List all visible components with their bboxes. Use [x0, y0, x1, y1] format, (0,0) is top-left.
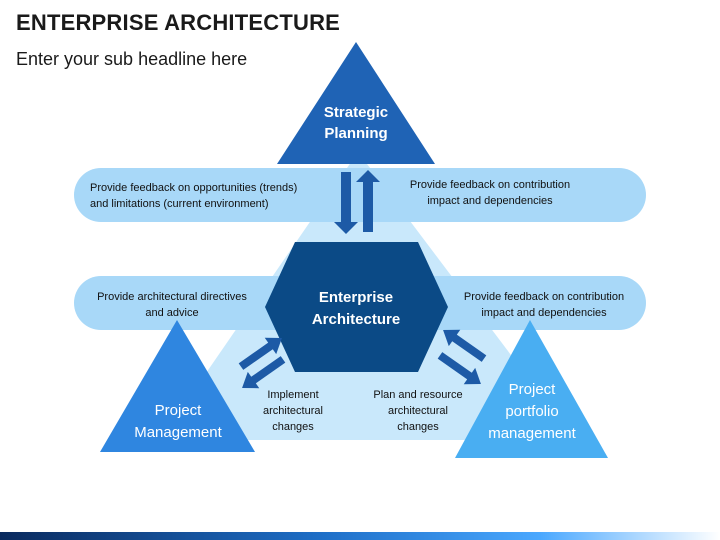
mid-left-directives-line-2: and advice	[145, 307, 198, 319]
footer-gradient-bar	[0, 532, 720, 540]
right-diagonal-arrow-up-icon	[443, 329, 487, 362]
implement-changes-line-1: Implement	[267, 389, 318, 401]
project-management-triangle	[100, 320, 255, 452]
implement-changes-line-2: architectural	[263, 405, 323, 417]
top-right-feedback-line-2: impact and dependencies	[427, 195, 553, 207]
enterprise-architecture-label-1: Enterprise	[319, 289, 393, 306]
implement-changes-line-3: changes	[272, 421, 314, 433]
project-portfolio-label-1: Project	[509, 381, 557, 398]
project-portfolio-label-2: portfolio	[505, 403, 558, 420]
plan-resource-line-3: changes	[397, 421, 439, 433]
enterprise-architecture-hexagon	[265, 242, 448, 372]
plan-resource-line-2: architectural	[388, 405, 448, 417]
up-arrow-icon	[356, 170, 380, 232]
top-feedback-band	[74, 168, 646, 222]
project-management-label-1: Project	[155, 402, 203, 419]
project-management-label-2: Management	[134, 424, 222, 441]
strategic-planning-label-1: Strategic	[324, 104, 388, 121]
top-left-feedback-line-2: and limitations (current environment)	[90, 198, 269, 210]
enterprise-architecture-label-2: Architecture	[312, 311, 400, 328]
mid-left-directives-line-1: Provide architectural directives	[97, 291, 247, 303]
mid-right-feedback-line-2: impact and dependencies	[481, 307, 607, 319]
down-arrow-icon	[334, 172, 358, 234]
top-right-feedback-line-1: Provide feedback on contribution	[410, 179, 570, 191]
right-diagonal-arrow-down-icon	[437, 352, 481, 385]
plan-resource-line-1: Plan and resource	[373, 389, 462, 401]
mid-right-feedback-line-1: Provide feedback on contribution	[464, 291, 624, 303]
page-title: ENTERPRISE ARCHITECTURE	[16, 10, 341, 35]
top-left-feedback-line-1: Provide feedback on opportunities (trend…	[90, 182, 297, 194]
strategic-planning-triangle	[277, 42, 435, 164]
page-subtitle: Enter your sub headline here	[16, 49, 248, 69]
strategic-planning-label-2: Planning	[324, 125, 387, 142]
project-portfolio-triangle	[455, 320, 608, 458]
left-diagonal-arrow-down-icon	[242, 356, 286, 389]
project-portfolio-label-3: management	[488, 425, 576, 442]
left-diagonal-arrow-up-icon	[238, 337, 282, 370]
